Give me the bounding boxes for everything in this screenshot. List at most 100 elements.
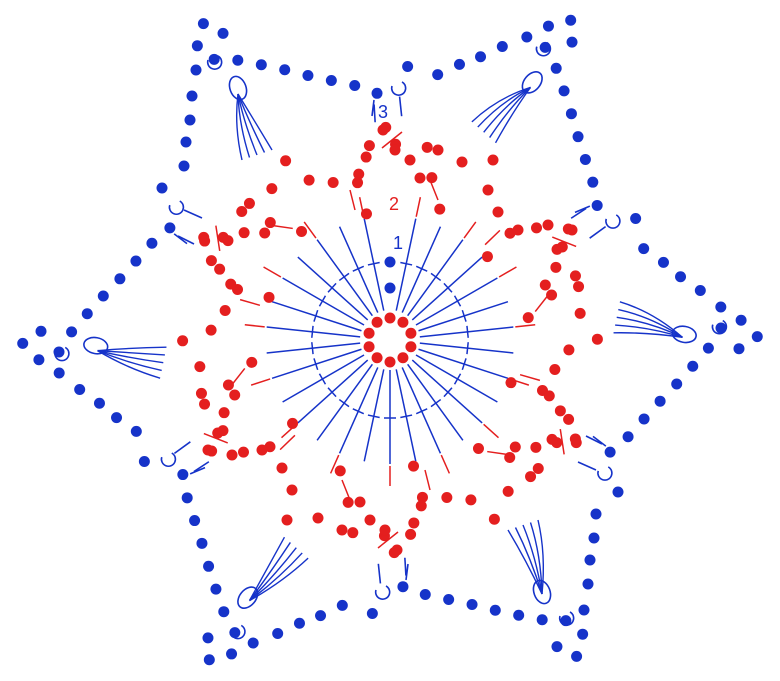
- round-3-chain: [443, 593, 455, 605]
- round-2-chain: [532, 463, 544, 475]
- double-crochet-crossbar: [453, 295, 462, 307]
- round-2-chain: [199, 235, 211, 247]
- round-2-chain: [342, 496, 354, 508]
- round-2-chain: [574, 307, 586, 319]
- round-3-chain: [111, 412, 123, 424]
- round-3-chain: [604, 446, 616, 458]
- round-2-chain: [217, 425, 229, 437]
- round-3-chain: [189, 515, 201, 527]
- round-2-double-crochet: [487, 450, 509, 456]
- round-2-chain: [389, 144, 401, 156]
- round-2-chain: [416, 491, 428, 503]
- cluster-long-stitch: [477, 86, 531, 128]
- round-2-chain: [530, 441, 542, 453]
- round-2-chain: [296, 225, 308, 237]
- double-crochet-stitch: [363, 218, 385, 311]
- center-ring-chain: [405, 327, 417, 339]
- round-3-chain: [255, 59, 267, 71]
- round-2-chain: [562, 223, 574, 235]
- double-crochet-stitch: [363, 369, 385, 462]
- round-2-chain: [522, 312, 534, 324]
- cluster-long-stitch: [537, 519, 545, 595]
- round-3-chain: [466, 599, 478, 611]
- round-3-stitch-mark: [177, 235, 195, 245]
- round-3-chain: [622, 431, 634, 443]
- round-2-chain: [281, 514, 293, 526]
- round-3-chain: [232, 54, 244, 66]
- picot-symbol: [535, 41, 552, 57]
- double-crochet-stitch: [266, 326, 361, 338]
- round-3-chain: [146, 237, 158, 249]
- cluster-long-stitch: [97, 349, 164, 364]
- round-3-chain: [402, 61, 414, 73]
- round-2-chain: [509, 441, 521, 453]
- round-2-double-crochet: [519, 373, 541, 382]
- round-3-chain: [588, 532, 600, 544]
- round-3-chain: [130, 425, 142, 437]
- round-2-chain: [205, 324, 217, 336]
- round-3-stitch-mark: [173, 441, 191, 455]
- round-3-chain: [612, 486, 624, 498]
- round-2-chain: [563, 413, 575, 425]
- round-2-chain: [408, 460, 420, 472]
- double-crochet-stitch: [415, 354, 498, 403]
- cluster-long-stitch: [248, 547, 297, 602]
- double-crochet-stitch: [407, 363, 464, 441]
- round-3-chain: [397, 581, 409, 593]
- round-2-chain: [312, 512, 324, 524]
- round-3-chain: [513, 609, 525, 621]
- round-2-join-stitch: [415, 197, 422, 217]
- round-2-chain: [481, 251, 493, 263]
- round-2-chain: [569, 270, 581, 282]
- round-2-chain: [354, 496, 366, 508]
- round-3-chain: [93, 397, 105, 409]
- round-2-chain: [441, 492, 453, 504]
- round-3-stitch-mark: [405, 563, 409, 581]
- round-2-chain: [206, 445, 218, 457]
- round-3-chain: [675, 271, 687, 283]
- round-3-stitch-mark: [173, 233, 188, 245]
- round-3-chain: [302, 69, 314, 81]
- round-2-double-crochet: [429, 179, 439, 201]
- round-3-chain: [558, 85, 570, 97]
- cluster-long-stitch: [248, 536, 286, 601]
- round-2-chain: [502, 485, 514, 497]
- round-2-chain: [563, 344, 575, 356]
- round-2-double-crochet: [534, 294, 550, 313]
- picot-symbol: [558, 611, 575, 626]
- cluster-long-stitch: [507, 529, 543, 595]
- round-2-join-stitch: [515, 323, 536, 328]
- picot-symbol: [168, 200, 185, 216]
- round-3-chain: [496, 41, 508, 53]
- round-2-chain: [194, 361, 206, 373]
- round-2-chain: [276, 462, 288, 474]
- picot-symbol: [605, 214, 621, 229]
- round-2-chain: [408, 517, 420, 529]
- round-2-double-crochet: [484, 229, 501, 246]
- round-2-join-stitch: [244, 323, 265, 328]
- round-3-stitch-mark: [577, 461, 597, 471]
- double-crochet-stitch: [415, 277, 498, 326]
- double-crochet-crossbar: [311, 325, 314, 338]
- round-2-chain: [549, 364, 561, 376]
- round-3-chain: [203, 560, 215, 572]
- round-2-chain: [391, 544, 403, 556]
- double-crochet-stitch: [316, 363, 373, 441]
- cluster-long-stitch: [522, 524, 543, 595]
- round-2-chain: [360, 151, 372, 163]
- round-2-chain: [205, 255, 217, 267]
- round-2-chain: [426, 172, 438, 184]
- round-3-stitch-mark: [183, 209, 203, 219]
- round-2-chain: [543, 390, 555, 402]
- center-start-chain: [384, 256, 396, 268]
- round-3-chain: [715, 301, 727, 313]
- round-3-stitch-mark: [574, 205, 591, 214]
- double-crochet-crossbar: [338, 398, 350, 408]
- double-crochet-crossbar: [367, 414, 380, 419]
- cluster-long-stitch: [97, 346, 167, 352]
- round-2-join-stitch: [483, 423, 500, 439]
- round-2-chain: [531, 222, 543, 234]
- round-label-3: 3: [378, 102, 388, 122]
- double-crochet-stitch: [419, 326, 514, 338]
